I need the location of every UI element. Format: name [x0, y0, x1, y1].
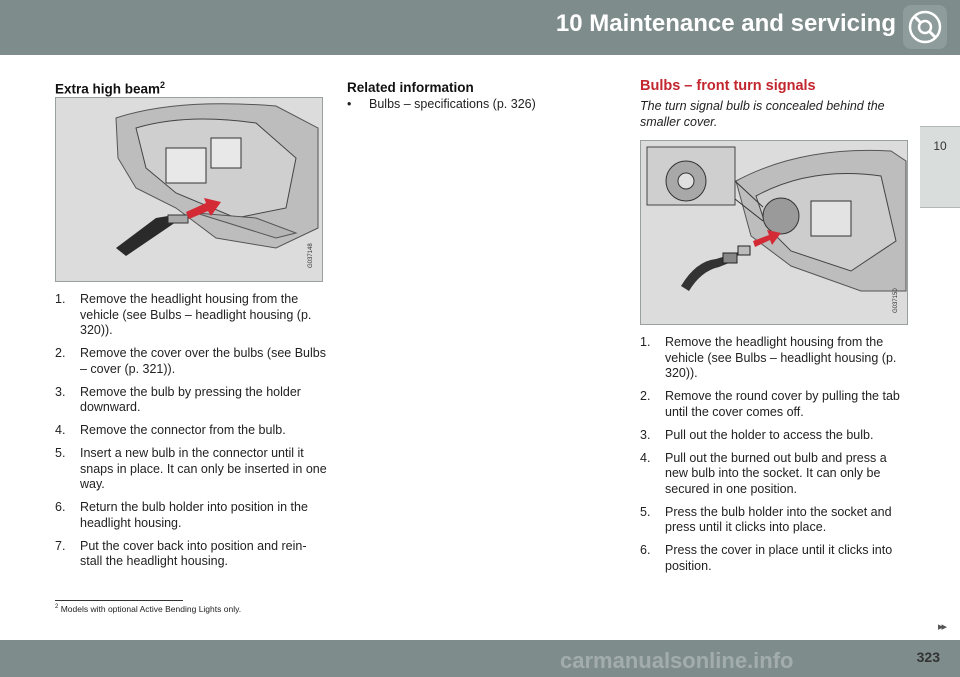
- footnote-ref[interactable]: 2: [160, 80, 166, 90]
- step-item: 5.Press the bulb holder into the socket …: [640, 504, 892, 535]
- left-steps: 1.Remove the headlight housing from the …: [55, 292, 327, 577]
- footnote: 2 Models with optional Active Bending Li…: [55, 604, 242, 614]
- related-link[interactable]: •Bulbs – specifications (p. 326): [347, 97, 536, 111]
- step-item: 4.Pull out the burned out bulb and press…: [640, 450, 887, 496]
- step-item: 2.Remove the cover over the bulbs (see B…: [55, 346, 326, 376]
- step-item: 7.Put the cover back into position and r…: [55, 538, 307, 569]
- step-item: 3.Pull out the holder to access the bulb…: [640, 427, 874, 442]
- step-item: 6.Press the cover in place until it clic…: [640, 543, 893, 573]
- wrench-gear-icon: [903, 5, 947, 49]
- page-footer: 323: [0, 640, 960, 677]
- section-heading-extra-high-beam: Extra high beam2: [55, 80, 166, 97]
- step-item: 1.Remove the headlight housing from the …: [55, 292, 312, 337]
- related-information-heading: Related information: [347, 80, 474, 95]
- right-steps: 1.Remove the headlight housing from the …: [640, 335, 912, 582]
- page-number: 323: [916, 649, 940, 665]
- page-header: 10 Maintenance and servicing: [0, 0, 960, 55]
- figure-extra-high-beam: G037148: [55, 97, 323, 282]
- chapter-tab-label: 10: [933, 139, 947, 153]
- middle-column: Related information •Bulbs – specificati…: [347, 80, 577, 112]
- intro-text: The turn signal bulb is concealed behind…: [640, 99, 885, 129]
- step-item: 1.Remove the headlight housing from the …: [640, 335, 897, 380]
- next-page-arrows-icon[interactable]: ▸▸: [937, 621, 947, 633]
- chapter-tab[interactable]: 10: [920, 126, 960, 208]
- step-item: 4.Remove the connector from the bulb.: [55, 423, 286, 437]
- right-column: Bulbs – front turn signals The turn sign…: [640, 78, 910, 130]
- left-column: Extra high beam2: [55, 80, 325, 97]
- footnote-divider: [55, 600, 183, 601]
- step-item: 3.Remove the bulb by pressing the holder…: [55, 384, 301, 415]
- step-item: 2.Remove the round cover by pulling the …: [640, 389, 900, 419]
- chapter-title: 10 Maintenance and servicing: [555, 10, 896, 37]
- step-item: 5.Insert a new bulb in the connector unt…: [55, 446, 327, 491]
- figure-code: G037148: [308, 243, 314, 268]
- step-item: 6.Return the bulb holder into position i…: [55, 500, 308, 530]
- watermark: carmanualsonline.info: [560, 648, 794, 673]
- section-heading-front-turn-signals: Bulbs – front turn signals: [640, 78, 816, 94]
- figure-front-turn-signal: G037150: [640, 140, 908, 325]
- figure-code: G037150: [893, 288, 899, 313]
